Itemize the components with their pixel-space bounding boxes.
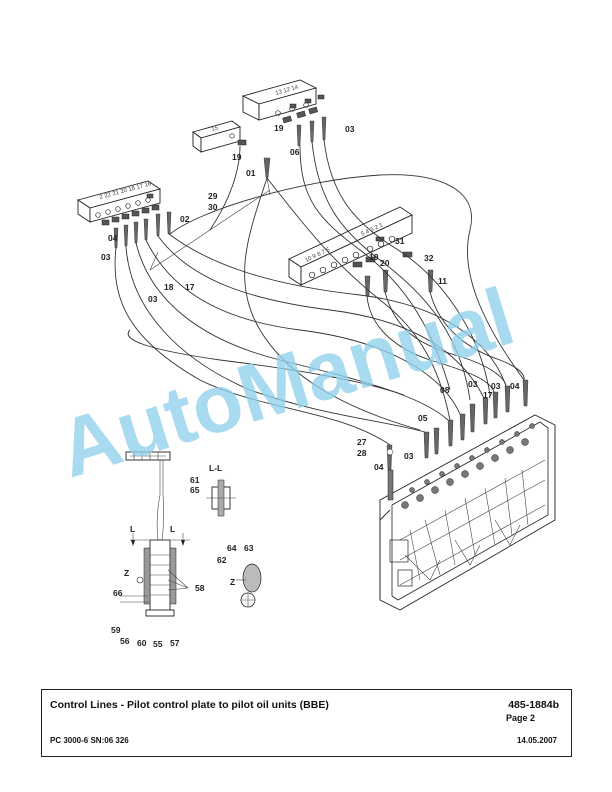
callout-65: 65 <box>190 485 200 495</box>
callout-63: 63 <box>244 543 254 553</box>
callout-03-plate-a: 03 <box>468 379 478 389</box>
detail-views <box>120 451 262 617</box>
callout-31: 31 <box>395 236 405 246</box>
callout-55: 55 <box>153 639 163 649</box>
callout-64: 64 <box>227 543 237 553</box>
section-mark-l-left: L <box>130 524 135 534</box>
callout-03-top: 03 <box>345 124 355 134</box>
callout-59: 59 <box>111 625 121 635</box>
callout-66: 66 <box>113 588 123 598</box>
callout-57: 57 <box>170 638 180 648</box>
callout-06: 06 <box>290 147 300 157</box>
valve-row <box>386 423 535 509</box>
terminal-block-center: 10 9 8 7 6 5 4 3 2 1 <box>288 206 413 286</box>
detail-mark-z-left: Z <box>124 568 129 578</box>
callout-03-mid: 03 <box>148 294 158 304</box>
callout-08: 08 <box>440 385 450 395</box>
callout-18: 18 <box>164 282 174 292</box>
callout-01: 01 <box>246 168 256 178</box>
callout-19-small: 19 <box>232 152 242 162</box>
callout-04-plate: 04 <box>510 381 520 391</box>
callout-27: 27 <box>357 437 367 447</box>
terminal-block-13-14: 13 12 14 <box>241 79 318 121</box>
callout-61: 61 <box>190 475 200 485</box>
callout-56: 56 <box>120 636 130 646</box>
callout-60: 60 <box>137 638 147 648</box>
terminal-block-15: 15 <box>192 120 241 153</box>
callout-19-center: 19 <box>369 252 379 262</box>
document-number: 485-1884b <box>508 699 559 711</box>
section-label-ll: L-L <box>209 463 222 473</box>
callout-03-plate-b: 03 <box>491 381 501 391</box>
callout-04-left: 04 <box>108 233 118 243</box>
page-number: Page 2 <box>505 713 535 723</box>
terminal-block-left: 2 22 21 20 18 17 16 <box>76 180 162 223</box>
callout-29: 29 <box>208 191 218 201</box>
drawing-title: Control Lines - Pilot control plate to p… <box>50 699 329 711</box>
title-block: Control Lines - Pilot control plate to p… <box>41 689 572 757</box>
pilot-control-plate <box>379 414 556 611</box>
callout-19-top: 19 <box>274 123 284 133</box>
callout-28: 28 <box>357 448 367 458</box>
callout-58: 58 <box>195 583 205 593</box>
callout-62: 62 <box>217 555 227 565</box>
callout-20: 20 <box>380 258 390 268</box>
callout-30: 30 <box>208 202 218 212</box>
fittings <box>101 94 413 268</box>
detail-mark-z-right: Z <box>230 577 235 587</box>
drawing-date: 14.05.2007 <box>516 736 557 745</box>
callout-labels: 01 02 03 03 03 03 03 03 04 04 04 05 06 0… <box>101 123 520 649</box>
callout-04-lower: 04 <box>374 462 384 472</box>
callout-11: 11 <box>438 276 447 286</box>
section-mark-l-right: L <box>170 524 175 534</box>
control-line-hoses <box>114 139 525 446</box>
callout-03-left: 03 <box>101 252 111 262</box>
callout-32: 32 <box>424 253 434 263</box>
callout-02: 02 <box>180 214 190 224</box>
callout-03-plate-c: 03 <box>404 451 414 461</box>
machine-model: PC 3000-6 SN:06 326 <box>50 736 129 745</box>
block-label-15: 15 <box>211 125 220 133</box>
callout-05: 05 <box>418 413 428 423</box>
callout-17-left: 17 <box>185 282 195 292</box>
callout-17-plate: 17 <box>483 390 493 400</box>
